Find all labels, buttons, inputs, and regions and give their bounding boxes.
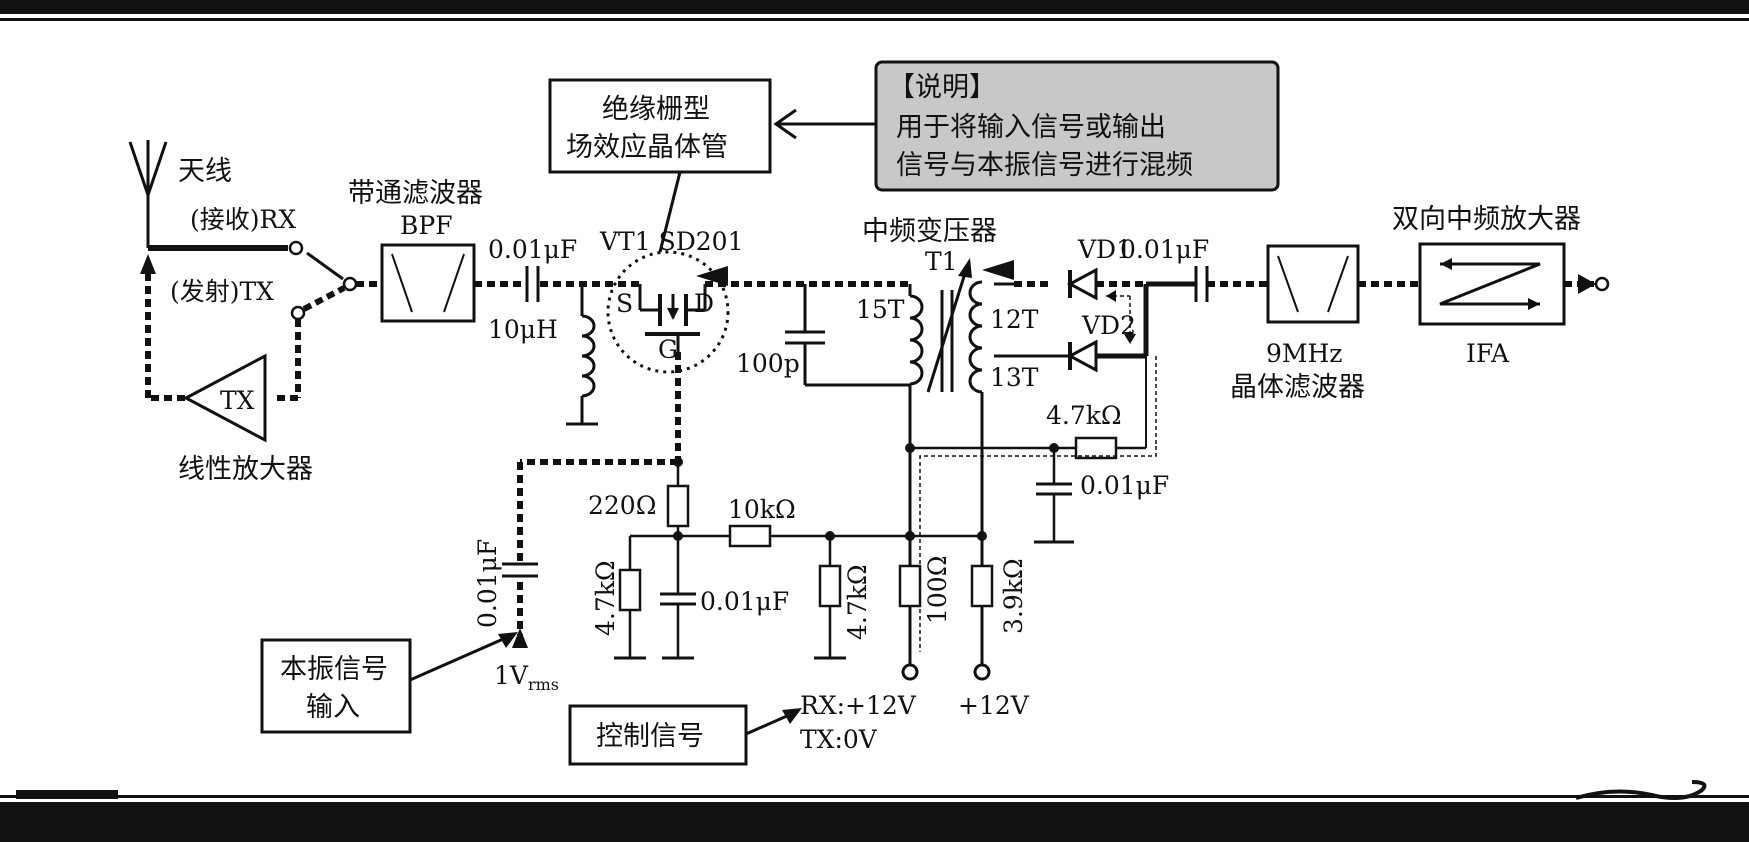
diode-junction: [1096, 281, 1196, 448]
t1-tuning-arrow: [958, 258, 972, 278]
tx-arrow-up: [140, 254, 156, 274]
turns-13-label: 13T: [990, 363, 1039, 392]
lo-coupling-capacitor: [502, 562, 538, 578]
t1-secondary-winding: [968, 280, 984, 672]
ift-title: 中频变压器: [862, 216, 997, 247]
t1-core: [926, 269, 968, 393]
fet-callout-box: 绝缘栅型 场效应晶体管: [548, 78, 772, 253]
cap-100p-label: 100p: [736, 349, 800, 378]
lo-box-line2: 输入: [306, 692, 360, 723]
tx-ctrl-label: TX:0V: [800, 725, 878, 754]
diode-vd1: [1066, 267, 1098, 301]
rx-ctrl-label: RX:+12V: [800, 691, 917, 720]
crystal-filter-block: [1266, 244, 1360, 324]
ifa-label: IFA: [1466, 339, 1510, 368]
r-4k7-a-label: 4.7kΩ: [1046, 401, 1122, 430]
bidir-amp-label: 双向中频放大器: [1392, 204, 1581, 235]
linear-amp-label: 线性放大器: [178, 454, 313, 485]
turns-12-label: 12T: [990, 305, 1039, 334]
note-box: 【说明】 用于将输入信号或输出 信号与本振信号进行混频: [773, 60, 1280, 192]
node-3k9: [977, 531, 987, 541]
ctrl-box-label: 控制信号: [596, 721, 704, 752]
cap1-label: 0.01μF: [488, 235, 577, 264]
fet-dotted-circle: [606, 250, 730, 374]
output-terminal: [1594, 276, 1610, 292]
node-divider: [673, 531, 683, 541]
tx-path: [145, 268, 301, 401]
lo-box-line1: 本振信号: [280, 654, 388, 685]
note-line1: 【说明】: [888, 72, 996, 103]
fet-drain-arrow: [696, 266, 728, 286]
note-line2: 用于将输入信号或输出: [896, 112, 1166, 143]
fet-substrate-arrow: [667, 308, 679, 320]
coupling-capacitor-2: [1194, 266, 1209, 302]
cap3-label: 0.01μF: [1080, 471, 1169, 500]
ctrl-terminal: [901, 663, 919, 681]
node-bias-2: [1049, 443, 1059, 453]
fet-d-label: D: [694, 289, 714, 318]
diode-bias-network: [910, 436, 1157, 652]
lo-input-box: 本振信号 输入: [260, 632, 518, 734]
inductor-10uH: [566, 284, 598, 426]
node-bias-1: [905, 443, 915, 453]
tx-label: (发射)TX: [170, 277, 274, 306]
diode-vd2: [1066, 339, 1098, 373]
r-220-label: 220Ω: [588, 491, 656, 520]
coupling-capacitor-1: [525, 266, 540, 302]
fet-s-label: S: [616, 289, 633, 318]
plus12v-terminal: [973, 663, 991, 681]
signal-arrow-t1: [982, 260, 1014, 280]
antenna: [128, 140, 168, 248]
t1-label: T1: [925, 247, 958, 276]
lo-level-label: 1Vrms: [494, 661, 559, 694]
fet-box-line1: 绝缘栅型: [602, 94, 710, 125]
fet-model-label: VT1 SD201: [599, 227, 743, 256]
r-10k-label: 10kΩ: [728, 495, 796, 524]
fet-g-label: G: [658, 335, 678, 364]
node-gate: [673, 457, 683, 467]
cap2-label: 0.01μF: [1120, 235, 1209, 264]
rx-label: (接收)RX: [190, 205, 296, 234]
cap4-label: 0.01μF: [700, 587, 789, 616]
node-100: [905, 531, 915, 541]
control-signal-box: 控制信号: [568, 704, 802, 766]
ifa-block: [1418, 242, 1566, 326]
lo-arrow-up: [512, 628, 528, 648]
inductor-label: 10μH: [488, 315, 558, 344]
tx-amp-label: TX: [220, 386, 255, 415]
bpf-block: [380, 243, 476, 323]
output-arrow: [1578, 274, 1596, 294]
fet-box-line2: 场效应晶体管: [566, 132, 728, 163]
xtal-label-2: 晶体滤波器: [1230, 372, 1365, 403]
gate-lo-path: [517, 352, 681, 642]
bpf-cn-label: 带通滤波器: [348, 178, 483, 209]
t1-primary-winding: [908, 284, 924, 672]
antenna-label: 天线: [178, 156, 232, 187]
plus12v-label: +12V: [958, 691, 1030, 720]
gate-bias-network: [614, 462, 994, 660]
node-10k: [825, 531, 835, 541]
r-4k7-c-label: 4.7kΩ: [843, 564, 872, 640]
footer-ornament: [1575, 780, 1707, 800]
r-4k7-b-label: 4.7kΩ: [591, 560, 620, 636]
note-line3: 信号与本振信号进行混频: [896, 150, 1193, 181]
xtal-label-1: 9MHz: [1266, 339, 1342, 368]
capacitor-100p: [785, 284, 910, 387]
fet-symbol: [638, 284, 707, 352]
tx-linear-amp-triangle: [182, 353, 267, 443]
vd1-label: VD1: [1077, 235, 1132, 264]
cap-lo-label: 0.01μF: [473, 539, 502, 628]
bpf-label: BPF: [400, 211, 453, 240]
r-3k9-label: 3.9kΩ: [999, 558, 1028, 634]
turns-15-label: 15T: [856, 295, 905, 324]
r-100-label: 100Ω: [923, 556, 952, 624]
